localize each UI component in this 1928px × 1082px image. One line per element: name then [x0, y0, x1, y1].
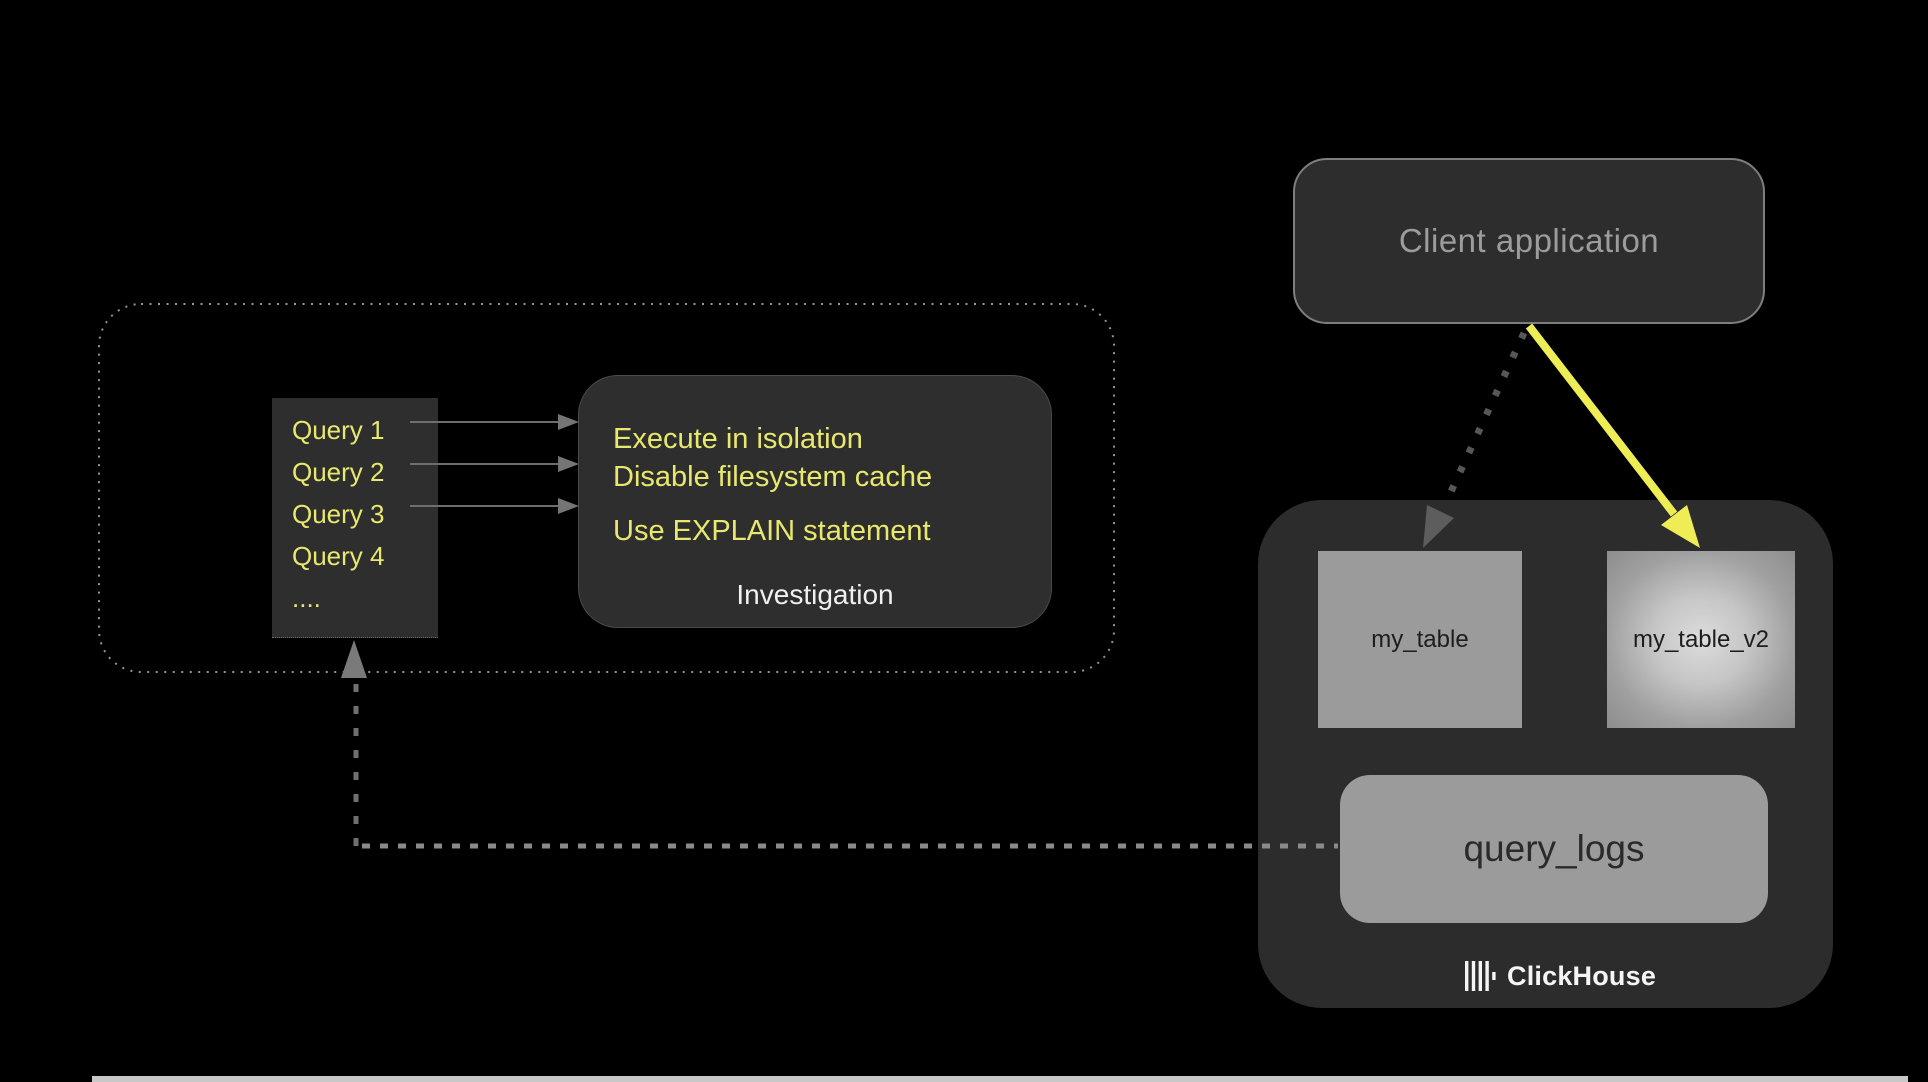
bottom-strip — [92, 1076, 1908, 1082]
query-list-item: Query 1 — [292, 415, 385, 445]
investigation-tip: Disable filesystem cache — [613, 461, 933, 493]
clickhouse-logo-icon — [1465, 961, 1496, 991]
clickhouse-logo: ClickHouse — [1464, 960, 1656, 992]
my-table-box: my_table — [1318, 551, 1522, 728]
investigation-tip: Execute in isolation — [613, 423, 863, 455]
investigation-tip: Use EXPLAIN statement — [613, 515, 931, 547]
clickhouse-brand-label: ClickHouse — [1507, 960, 1657, 991]
my-table-v2-label: my_table_v2 — [1632, 625, 1770, 653]
query-list-item: Query 3 — [292, 499, 385, 529]
query-list-item: Query 2 — [292, 457, 385, 487]
query-logs-label: query_logs — [1463, 828, 1645, 869]
feedback-arrowhead — [341, 640, 367, 678]
query-list-item: .... — [292, 583, 321, 613]
my-table-label: my_table — [1371, 625, 1469, 653]
query-logs-feedback-path — [341, 640, 1338, 849]
investigation-box: Execute in isolation Disable filesystem … — [578, 375, 1052, 628]
query-list-box: Query 1 Query 2 Query 3 Query 4 .... — [272, 398, 438, 638]
client-application-box: Client application — [1293, 158, 1765, 324]
investigation-label: Investigation — [736, 579, 894, 610]
client-application-label: Client application — [1398, 222, 1660, 259]
query-logs-box: query_logs — [1340, 775, 1768, 923]
query-list-item: Query 4 — [292, 541, 385, 571]
my-table-v2-box: my_table_v2 — [1607, 551, 1795, 728]
